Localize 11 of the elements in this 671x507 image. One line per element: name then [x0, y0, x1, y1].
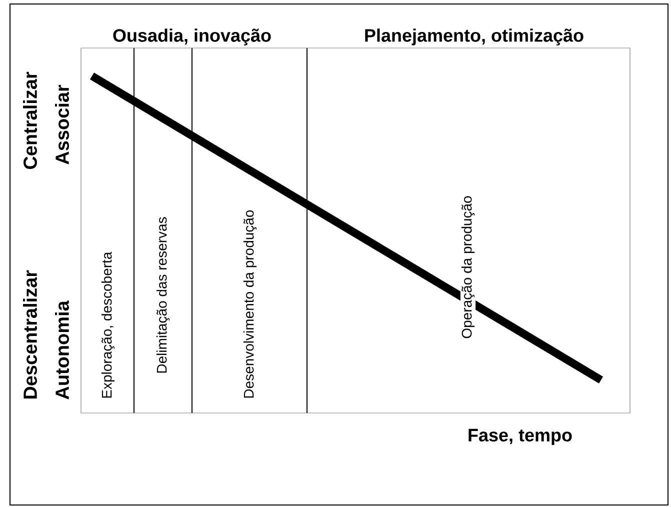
axis-label: Associar [55, 84, 69, 164]
phase-label: Operação da produção [460, 194, 476, 340]
phase-label: Exploração, descoberta [100, 250, 116, 400]
axis-label: Autonomia [55, 300, 69, 400]
heading: Ousadia, inovação [113, 28, 271, 46]
heading: Planejamento, otimização [365, 28, 584, 46]
axis-label: Centralizar [23, 72, 37, 170]
axis-label: Fase, tempo [468, 428, 572, 446]
axis-label: Descentralizar [23, 270, 37, 399]
phase-label: Delimitação das reservas [155, 216, 171, 375]
phase-label: Desenvolvimento da produção [242, 208, 258, 400]
